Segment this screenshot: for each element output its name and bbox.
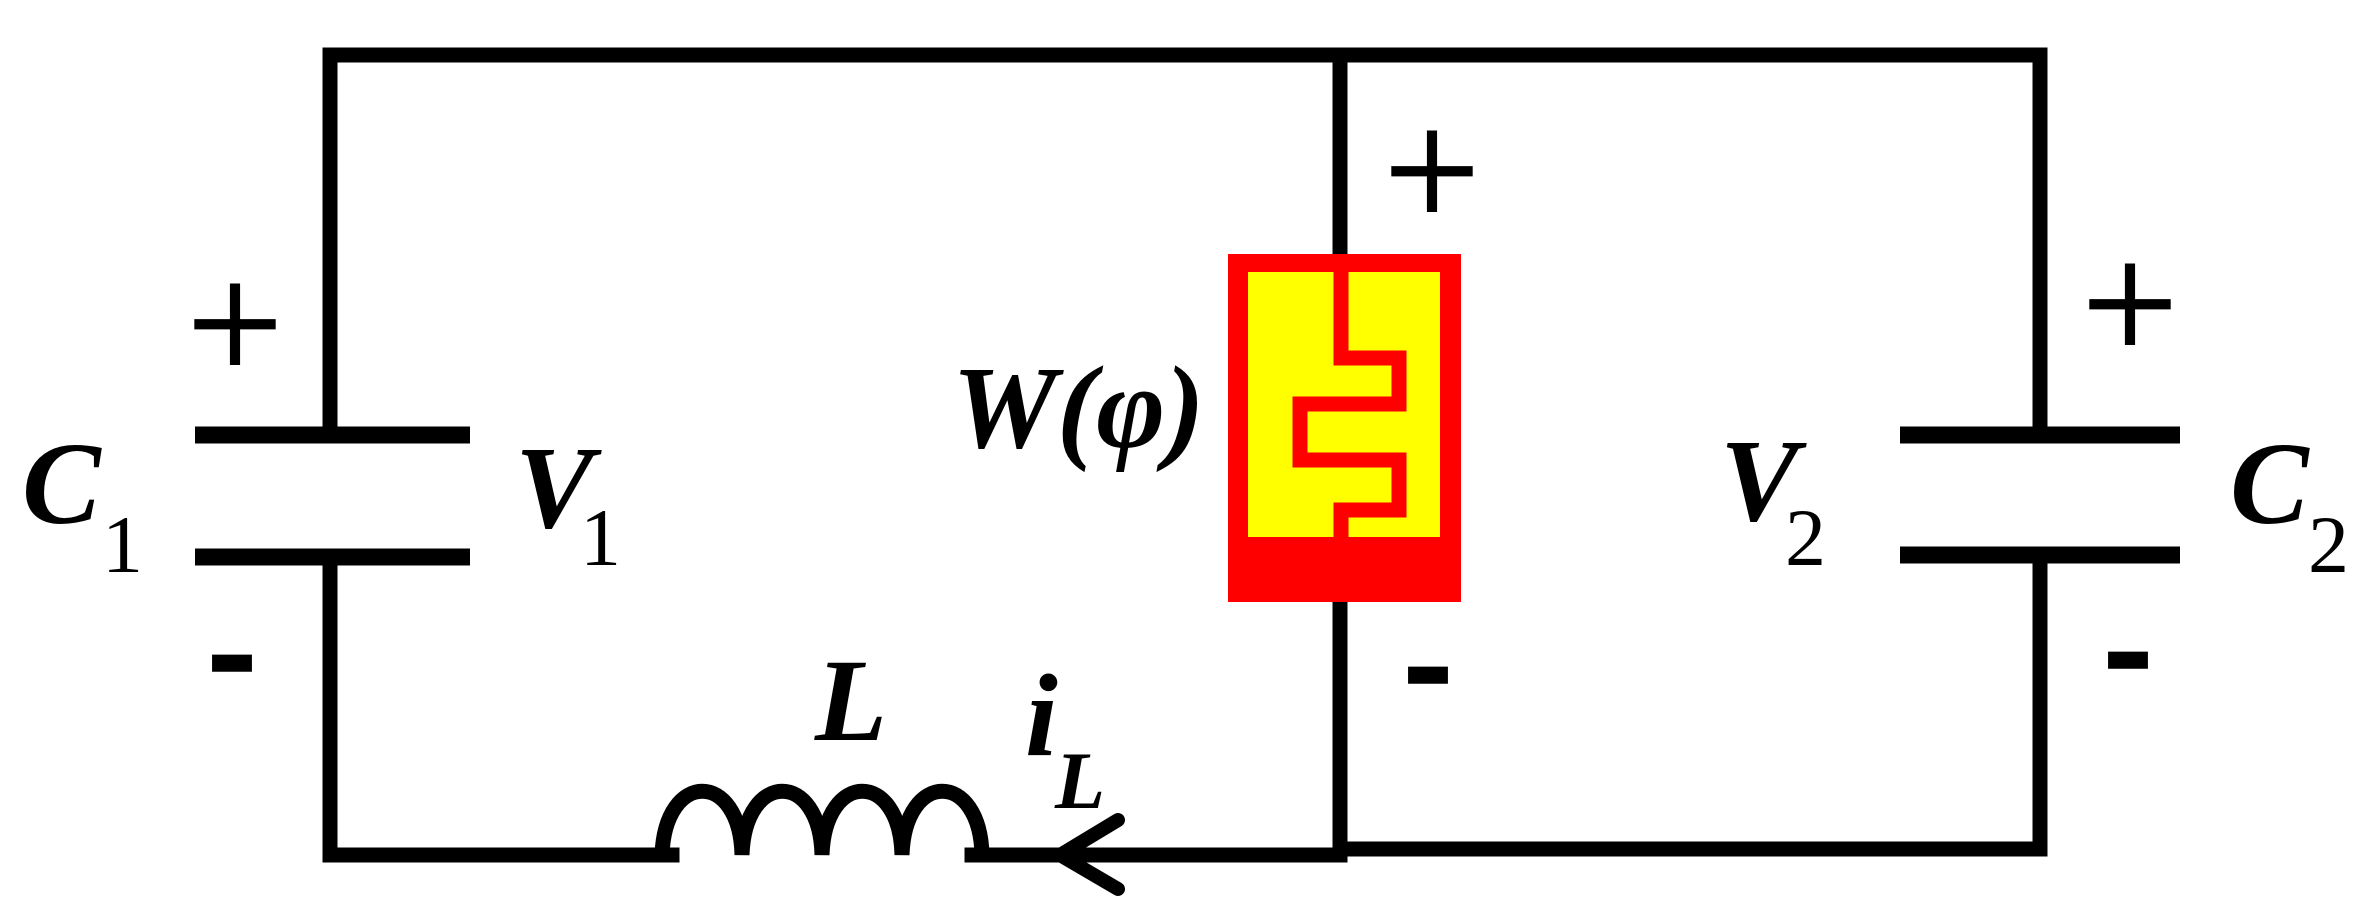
current-il: i L [1025,650,1125,896]
voltage-v2-name: V [1720,415,1807,546]
memristor-minus-sign: - [1401,588,1455,741]
capacitor-c1-plus-sign: + [181,244,290,396]
voltage-v1-name: V [515,422,602,553]
capacitor-c2-minus-sign: - [2101,573,2155,726]
capacitor-c1-minus-sign: - [205,576,259,729]
memristor-zigzag [1292,272,1407,537]
capacitor-c2-plus-sign: + [2076,224,2185,376]
inductor: L [654,635,990,856]
capacitor-c1-subscript: 1 [102,499,143,590]
inductor-coil [654,783,990,856]
wires [322,47,2048,863]
capacitor-c2: + - V 2 C 2 [1720,224,2349,726]
capacitor-c1-name: C [22,418,102,549]
inductor-name: L [814,635,887,766]
memristor: + - W(φ) [952,91,1486,741]
voltage-v1-subscript: 1 [580,492,621,583]
memristor-label: W(φ) [952,342,1205,473]
capacitor-c2-subscript: 2 [2308,499,2349,590]
capacitor-c1: + - C 1 V 1 [22,244,621,729]
capacitor-c2-name: C [2230,418,2310,549]
wire-top [322,47,2048,440]
current-name: i [1025,650,1058,781]
memristor-plus-sign: + [1378,91,1487,243]
current-subscript: L [1054,735,1105,826]
current-arrow-icon [1046,813,1125,896]
voltage-v2-subscript: 2 [1785,492,1826,583]
